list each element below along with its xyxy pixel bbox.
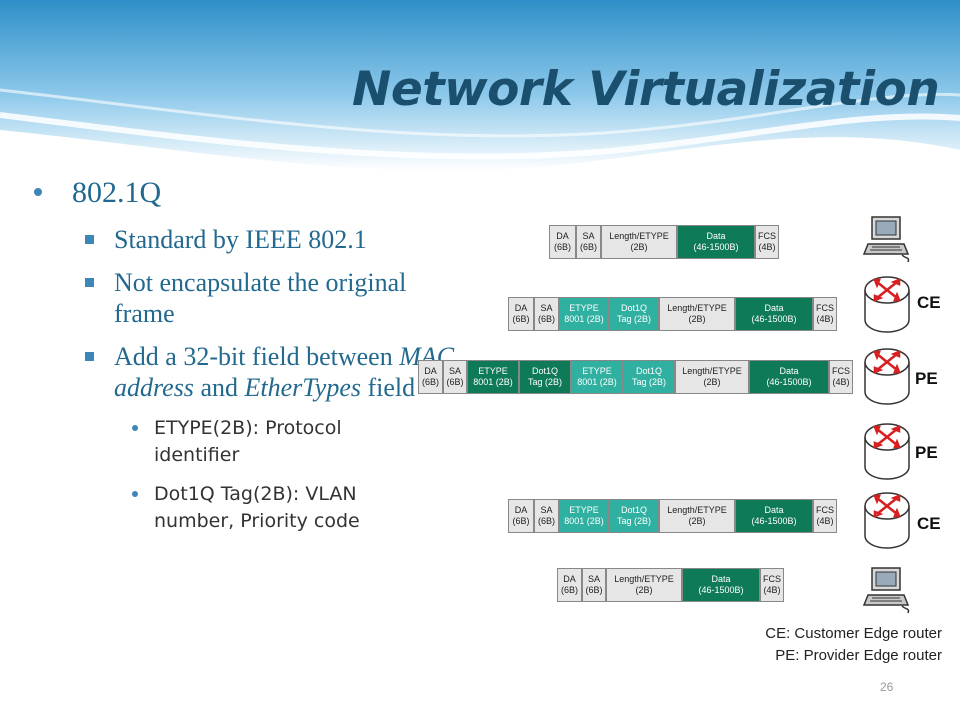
router-icon bbox=[864, 492, 910, 549]
bullet-detail-2: Dot1Q Tag(2B): VLAN number, Priority cod… bbox=[40, 481, 414, 535]
field-length-etype: Length/ETYPE(2B) bbox=[659, 499, 735, 533]
legend-pe: PE: Provider Edge router bbox=[775, 647, 942, 664]
field-length-etype: Length/ETYPE(2B) bbox=[659, 297, 735, 331]
bullet-sub-3-text-a: Add a 32-bit field between bbox=[114, 342, 400, 371]
bullet-sub-1-text: Standard by IEEE 802.1 bbox=[114, 225, 367, 254]
page-number: 26 bbox=[880, 680, 894, 694]
bullet-sub-2-text: Not encapsulate the original frame bbox=[114, 268, 407, 328]
field-sa: SA(6B) bbox=[443, 360, 467, 394]
bullet-sub-2: Not encapsulate the original frame bbox=[40, 267, 414, 329]
device-label-ce-top: CE bbox=[917, 293, 941, 312]
field-sa: SA(6B) bbox=[576, 225, 601, 259]
router-icon bbox=[864, 423, 910, 480]
field-da: DA(6B) bbox=[508, 297, 534, 331]
bullet-detail-1-text: ETYPE(2B): Protocol identifier bbox=[154, 417, 342, 466]
bullet-detail-2-text: Dot1Q Tag(2B): VLAN number, Priority cod… bbox=[154, 483, 360, 532]
bullet-detail-1: ETYPE(2B): Protocol identifier bbox=[40, 415, 414, 469]
field-da: DA(6B) bbox=[508, 499, 534, 533]
field-length-etype: Length/ETYPE(2B) bbox=[675, 360, 749, 394]
computer-icon bbox=[862, 216, 910, 263]
field-data: Data(46-1500B) bbox=[735, 499, 813, 533]
router-icon bbox=[864, 348, 910, 405]
frame-plain-top: DA(6B) SA(6B) Length/ETYPE(2B) Data(46-1… bbox=[549, 225, 779, 259]
bullet-sub-1: Standard by IEEE 802.1 bbox=[40, 224, 480, 255]
slide-title: Network Virtualization bbox=[352, 62, 940, 117]
bullet-main-text: 802.1Q bbox=[72, 176, 162, 209]
bullet-sub-3: Add a 32-bit field between MAC address a… bbox=[40, 341, 470, 403]
field-sa: SA(6B) bbox=[534, 297, 559, 331]
field-da: DA(6B) bbox=[418, 360, 443, 394]
field-sa: SA(6B) bbox=[534, 499, 559, 533]
field-length-etype: Length/ETYPE(2B) bbox=[601, 225, 677, 259]
legend: CE: Customer Edge router PE: Provider Ed… bbox=[765, 623, 942, 667]
bullet-list: 802.1Q Standard by IEEE 802.1 Not encaps… bbox=[34, 176, 480, 547]
field-fcs: FCS(4B) bbox=[813, 499, 837, 533]
bullet-sub-3-ethertypes: EtherTypes bbox=[244, 373, 361, 402]
field-data: Data(46-1500B) bbox=[735, 297, 813, 331]
field-data: Data(46-1500B) bbox=[682, 568, 760, 602]
field-da: DA(6B) bbox=[557, 568, 582, 602]
frame-plain-bottom: DA(6B) SA(6B) Length/ETYPE(2B) Data(46-1… bbox=[557, 568, 784, 602]
device-label-pe-bottom: PE bbox=[915, 443, 938, 462]
bullet-sub-3-text-c: and bbox=[193, 373, 245, 402]
bullet-main: 802.1Q bbox=[34, 176, 480, 210]
router-icon bbox=[864, 276, 910, 333]
bullet-dot-icon bbox=[132, 491, 138, 497]
bullet-sub-3-text-e: field bbox=[360, 373, 416, 402]
bullet-square-icon bbox=[85, 352, 94, 361]
legend-ce: CE: Customer Edge router bbox=[765, 625, 942, 642]
computer-icon bbox=[862, 567, 910, 614]
field-fcs: FCS(4B) bbox=[760, 568, 784, 602]
field-fcs: FCS(4B) bbox=[755, 225, 779, 259]
bullet-square-icon bbox=[85, 278, 94, 287]
bullet-square-icon bbox=[85, 235, 94, 244]
bullet-dot-icon bbox=[34, 188, 42, 196]
field-fcs: FCS(4B) bbox=[829, 360, 853, 394]
field-sa: SA(6B) bbox=[582, 568, 606, 602]
bullet-dot-icon bbox=[132, 425, 138, 431]
field-data: Data(46-1500B) bbox=[749, 360, 829, 394]
field-data: Data(46-1500B) bbox=[677, 225, 755, 259]
field-fcs: FCS(4B) bbox=[813, 297, 837, 331]
device-label-ce-bottom: CE bbox=[917, 514, 941, 533]
field-da: DA(6B) bbox=[549, 225, 576, 259]
field-length-etype: Length/ETYPE(2B) bbox=[606, 568, 682, 602]
device-label-pe-top: PE bbox=[915, 369, 938, 388]
